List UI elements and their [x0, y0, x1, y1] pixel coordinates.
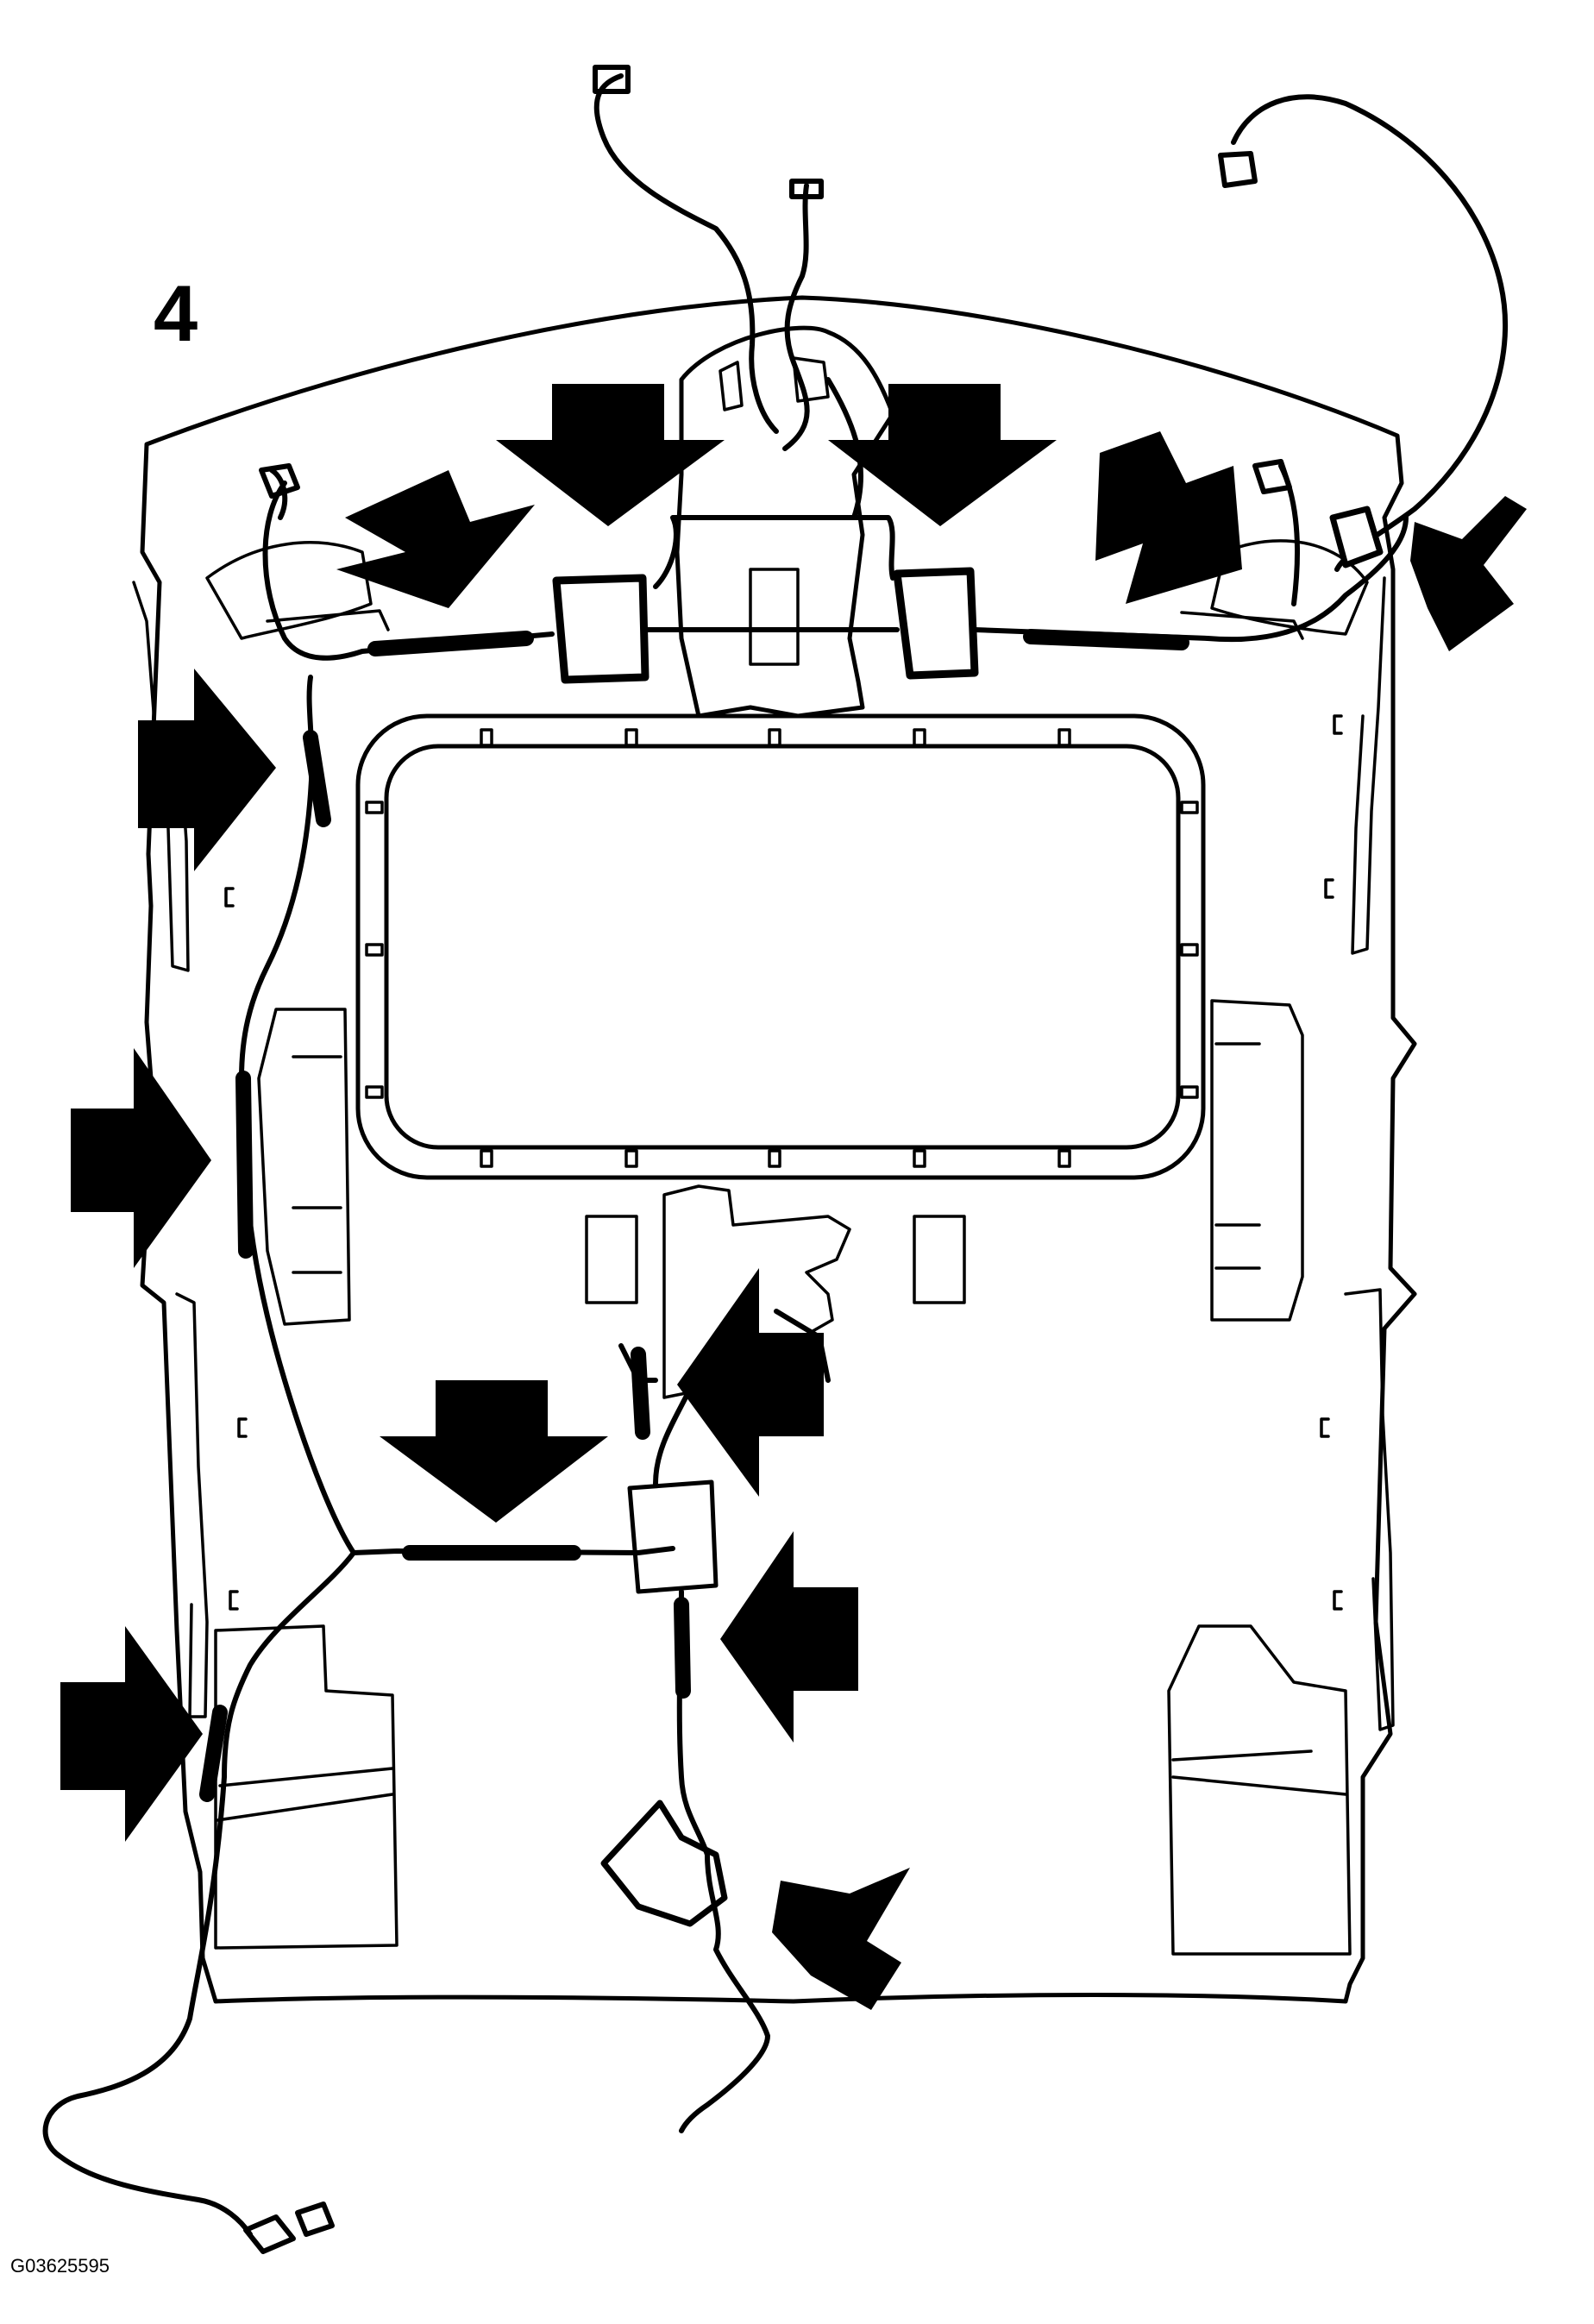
connector-box-front-left	[552, 574, 650, 684]
connector-visor-left	[259, 463, 300, 499]
rear-clip-box-left	[585, 1215, 638, 1304]
visor-recess-right-line	[1180, 611, 1304, 640]
rear-recess-right-lines	[1171, 1749, 1347, 1796]
connector-rear-center	[600, 1800, 728, 1927]
front-console-mount	[675, 325, 895, 719]
console-details	[719, 356, 830, 411]
step-number: 4	[154, 270, 198, 358]
arrow-rear-cross	[380, 1380, 608, 1523]
arrow-top-left	[336, 470, 535, 608]
wire-left-trunk	[42, 675, 356, 2237]
connector-box-rear	[627, 1479, 719, 1594]
wire-top-center-left	[593, 73, 779, 434]
arrow-center-middle	[677, 1268, 824, 1497]
left-trim-front	[132, 581, 190, 972]
rear-recess-left	[214, 1624, 398, 1950]
connector-visor-right	[1252, 459, 1292, 494]
wire-top-center	[782, 183, 810, 451]
sunroof-clips	[365, 728, 1199, 1168]
visor-recess-left	[205, 541, 373, 640]
arrow-left-rear	[60, 1626, 203, 1842]
headliner-outline	[140, 295, 1417, 2004]
left-trim-rear	[175, 1292, 209, 1718]
rear-recess-right	[1167, 1624, 1352, 1956]
right-trim-rear	[1344, 1288, 1395, 1731]
connector-top-center	[789, 179, 824, 199]
installation-arrows	[60, 384, 1527, 2010]
harness-clips	[224, 714, 1343, 1611]
connector-box-front-right	[893, 567, 979, 680]
rear-clip-box-right	[913, 1215, 966, 1304]
connector-top-right	[1218, 151, 1258, 188]
sunroof-frame-inner	[384, 744, 1181, 1150]
right-trim-front	[1351, 576, 1386, 955]
arrow-top-center-right	[828, 384, 1057, 526]
arrow-top-right	[1095, 431, 1242, 604]
grab-handle-recess-right-lines	[1214, 1042, 1261, 1270]
arrow-left-front	[138, 669, 276, 871]
console-slot	[749, 568, 800, 666]
connector-bottom-left-b	[295, 2202, 335, 2237]
arrow-left-middle	[71, 1048, 211, 1268]
wire-front-harness	[262, 481, 1409, 661]
wire-top-right	[1231, 94, 1509, 572]
arrow-top-center-left	[496, 384, 725, 526]
grab-handle-recess-left-lines	[292, 1055, 342, 1274]
grab-handle-recess-right	[1210, 999, 1304, 1322]
arrow-right-pillar	[1410, 496, 1527, 651]
arrow-bottom-right	[772, 1868, 910, 2010]
rear-recess-left-lines	[216, 1767, 394, 1822]
connector-right-pillar	[1329, 506, 1384, 568]
connector-bottom-left-a	[243, 2214, 296, 2254]
arrow-center-rear	[720, 1531, 858, 1743]
wire-center-down	[653, 1386, 770, 2133]
grab-handle-recess-left	[257, 1008, 351, 1326]
visor-recess-left-line	[266, 609, 390, 631]
connector-top-center-left	[593, 65, 631, 94]
figure-id: G03625595	[10, 2255, 110, 2277]
harness-sleeves	[199, 629, 1189, 1802]
